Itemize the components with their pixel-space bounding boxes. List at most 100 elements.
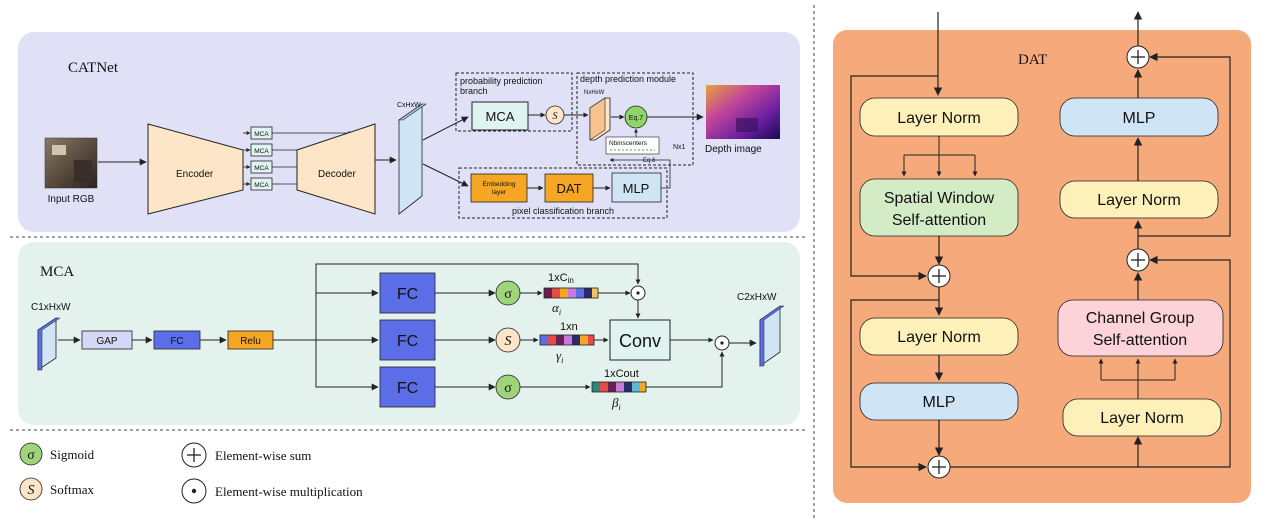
mca-small-2: MCA	[250, 143, 273, 157]
svg-text:MCA: MCA	[254, 148, 269, 155]
svg-text:MLP: MLP	[923, 394, 956, 411]
svg-text:σ: σ	[27, 448, 35, 463]
svg-text:Layer Norm: Layer Norm	[897, 110, 981, 127]
sum-legend-label: Element-wise sum	[215, 448, 311, 463]
embedding-layer-block	[470, 173, 528, 203]
dim3-label: 1xCout	[604, 368, 639, 380]
dat-panel: DAT Layer Norm Spatial Window Self-atten…	[833, 11, 1251, 503]
nxhxw-label: NxHxW	[584, 90, 605, 96]
feature-dim-label: CxHxW	[397, 102, 421, 109]
multiply-dot	[636, 291, 640, 295]
svg-text:Conv: Conv	[619, 331, 661, 351]
channel-group-attention	[1057, 299, 1224, 357]
mca-block	[471, 101, 529, 131]
svg-text:MLP: MLP	[1123, 110, 1156, 127]
svg-text:Spatial Window: Spatial Window	[884, 190, 995, 207]
sigmoid-legend-icon	[19, 442, 43, 466]
mca-title: MCA	[40, 264, 74, 280]
pixel-branch-label: pixel classification branch	[512, 206, 614, 216]
input-image-detail	[52, 145, 66, 155]
probability-branch-label: probability prediction	[460, 76, 543, 86]
alpha-vector	[543, 287, 599, 299]
svg-text:Channel Group: Channel Group	[1086, 310, 1195, 327]
svg-text:σ: σ	[504, 381, 512, 396]
fc-block-1	[379, 272, 436, 314]
svg-text:Eq.7: Eq.7	[629, 115, 644, 122]
output-feature-edge	[759, 305, 785, 367]
svg-text:DAT: DAT	[556, 181, 581, 196]
svg-text:layer: layer	[492, 189, 507, 196]
input-rgb-label: Input RGB	[48, 194, 95, 205]
svg-text:S: S	[505, 334, 512, 349]
svg-text:FC: FC	[397, 286, 418, 303]
svg-text:Layer Norm: Layer Norm	[1100, 410, 1184, 427]
layer-norm-3	[1059, 180, 1219, 219]
svg-text:FC: FC	[170, 336, 183, 347]
svg-text:MCA: MCA	[254, 182, 269, 189]
residual-connection-3	[1138, 255, 1231, 468]
feature-map-top	[398, 103, 427, 121]
layer-norm-4	[1062, 398, 1222, 437]
softmax-legend-icon	[19, 477, 43, 501]
mca-panel: MCA C1xHxW GAP FC Relu FC FC FC σ S σ	[18, 242, 800, 425]
svg-text:Self-attention: Self-attention	[1093, 332, 1187, 349]
beta-vector	[591, 381, 647, 393]
dat-title: DAT	[1018, 52, 1047, 68]
catnet-title: CATNet	[68, 60, 119, 76]
qkv-split-2	[1098, 358, 1178, 399]
gamma-vector	[539, 334, 595, 346]
eq6-label: Eq.6	[643, 158, 656, 164]
svg-text:MLP: MLP	[623, 181, 650, 196]
feature-map	[398, 103, 423, 215]
mca-block-label: MCA	[486, 109, 515, 124]
qkv-split-1	[901, 136, 978, 177]
svg-text:Self-attention: Self-attention	[892, 212, 986, 229]
residual-connection-4	[1138, 52, 1231, 237]
svg-text:Layer Norm: Layer Norm	[897, 329, 981, 346]
bypass-connection	[273, 263, 641, 341]
depth-module-box	[576, 72, 694, 166]
encoder-label: Encoder	[176, 169, 214, 180]
dat-block-small	[544, 173, 594, 203]
encoder-block	[147, 123, 244, 215]
input-dim-label: C1xHxW	[31, 302, 71, 313]
svg-text:FC: FC	[397, 333, 418, 350]
probability-map-front	[589, 97, 606, 141]
residual-connection-2	[850, 299, 939, 472]
sigmoid-legend-label: Sigmoid	[50, 447, 95, 462]
mca-small-3: MCA	[250, 160, 273, 174]
fc-block-3	[379, 366, 436, 408]
svg-text:FC: FC	[397, 380, 418, 397]
arrow	[646, 351, 725, 388]
alpha-label: αi	[552, 300, 561, 317]
residual-connection-1	[850, 75, 938, 281]
svg-text:S: S	[553, 111, 558, 122]
probability-branch-label-2: branch	[460, 86, 488, 96]
svg-text:Layer Norm: Layer Norm	[1097, 192, 1181, 209]
mult-legend-dot	[191, 488, 197, 494]
input-image-detail	[74, 160, 92, 182]
multiply-dot	[720, 341, 724, 345]
dim1-label: 1xCin	[548, 272, 574, 285]
depth-module-label: depth prediction module	[580, 74, 676, 84]
svg-text:S: S	[28, 483, 35, 498]
pixel-branch-box	[458, 167, 668, 219]
decoder-block	[296, 123, 376, 215]
svg-text:MCA: MCA	[254, 131, 269, 138]
legend: σ Sigmoid S Softmax Element-wise sum Ele…	[19, 442, 363, 504]
input-feature-edge	[37, 317, 61, 371]
mca-small-4: MCA	[250, 177, 273, 191]
mult-legend-label: Element-wise multiplication	[215, 484, 363, 499]
svg-text:MCA: MCA	[254, 165, 269, 172]
arrow	[422, 163, 469, 187]
arrow	[609, 158, 671, 189]
mca-small-1: MCA	[250, 126, 273, 140]
depth-image-detail	[736, 118, 758, 132]
output-dim-label: C2xHxW	[737, 292, 777, 303]
nx1-label: Nx1	[673, 144, 686, 151]
mlp-right	[1059, 97, 1219, 137]
dim2-label: 1xn	[560, 321, 578, 333]
svg-text:GAP: GAP	[96, 336, 117, 347]
beta-label: βi	[611, 395, 621, 412]
